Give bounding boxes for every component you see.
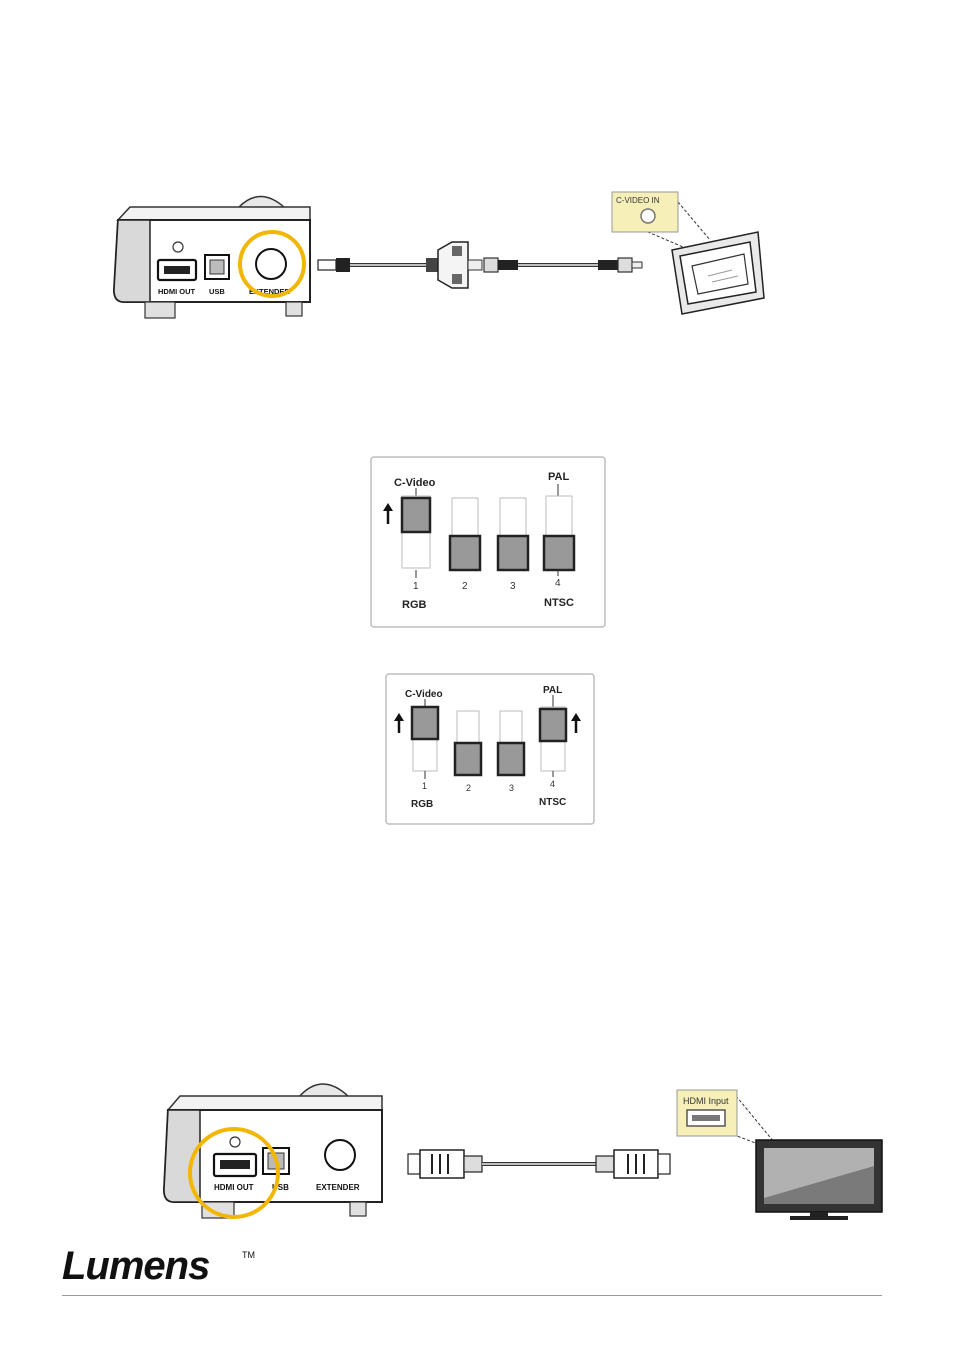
switch1-bottom-right-label: NTSC [544,597,574,609]
switch1-bottom-left-label: RGB [402,599,427,611]
switch2-bottom-right-label: NTSC [539,797,566,808]
extender-port [324,1139,356,1171]
hdmi-cable-illustration [407,1149,671,1179]
switch1-toggle-4 [542,495,576,572]
switch1-number-2: 2 [462,581,468,592]
switch1-toggle-2 [448,497,482,572]
dip-switch-diagram-1: C-Video PAL 1 2 3 4 RGB NTSC [370,456,606,628]
footer-divider [62,1295,882,1296]
c-video-in-label: C-VIDEO IN [616,196,660,205]
dip-switch-diagram-2: C-Video PAL 1 2 3 4 RGB NTSC [385,673,595,825]
switch1-top-right-label: PAL [548,471,569,483]
figure-hdmi-connection: HDMI OUT USB EXTENDER HDMI Input [162,1083,883,1220]
hdmi-out-highlight-circle [188,1127,280,1219]
switch2-toggle-3 [496,710,526,777]
switch1-toggle-1 [400,495,432,569]
camera-base-illustration: HDMI OUT USB EXTENDER [162,1083,383,1219]
usb-port-label: USB [272,1183,289,1192]
extender-port [255,248,287,280]
arrow-up-icon [383,503,393,524]
crt-tv-illustration: C-VIDEO IN [611,191,765,315]
switch2-toggle-4 [538,706,568,772]
extender-port-label: EXTENDER [316,1183,360,1192]
hdmi-input-label: HDMI Input [683,1096,729,1106]
ground-icon [172,241,184,253]
trademark-symbol: TM [242,1250,255,1260]
flat-tv-illustration: HDMI Input [676,1089,883,1220]
switch1-top-left-label: C-Video [394,477,436,489]
switch2-toggle-1 [410,705,440,772]
lumens-logo: Lumens [62,1244,210,1288]
switch2-number-3: 3 [509,783,514,793]
figure-composite-video-connection: HDMI OUT USB EXTENDER C-VIDEO IN [112,191,765,319]
switch2-toggle-2 [453,710,483,777]
extender-cable-illustration [317,241,643,289]
camera-base-illustration: HDMI OUT USB EXTENDER [112,195,311,319]
switch2-top-right-label: PAL [543,685,562,696]
switch2-number-1: 1 [422,781,427,791]
hdmi-port-label: HDMI OUT [214,1183,254,1192]
extender-highlight-circle [238,230,306,298]
ground-icon [229,1136,241,1148]
extender-port-label: EXTENDER [249,287,290,296]
switch1-number-3: 3 [510,581,516,592]
switch2-number-2: 2 [466,783,471,793]
switch2-bottom-left-label: RGB [411,799,433,810]
switch1-toggle-3 [496,497,530,572]
arrow-up-icon [394,713,404,733]
arrow-up-icon [571,713,581,733]
switch1-number-1: 1 [413,581,419,592]
hdmi-port-label: HDMI OUT [158,287,195,296]
switch2-number-4: 4 [550,779,555,789]
switch1-number-4: 4 [555,578,561,589]
usb-port-label: USB [209,287,225,296]
switch2-top-left-label: C-Video [405,689,443,700]
